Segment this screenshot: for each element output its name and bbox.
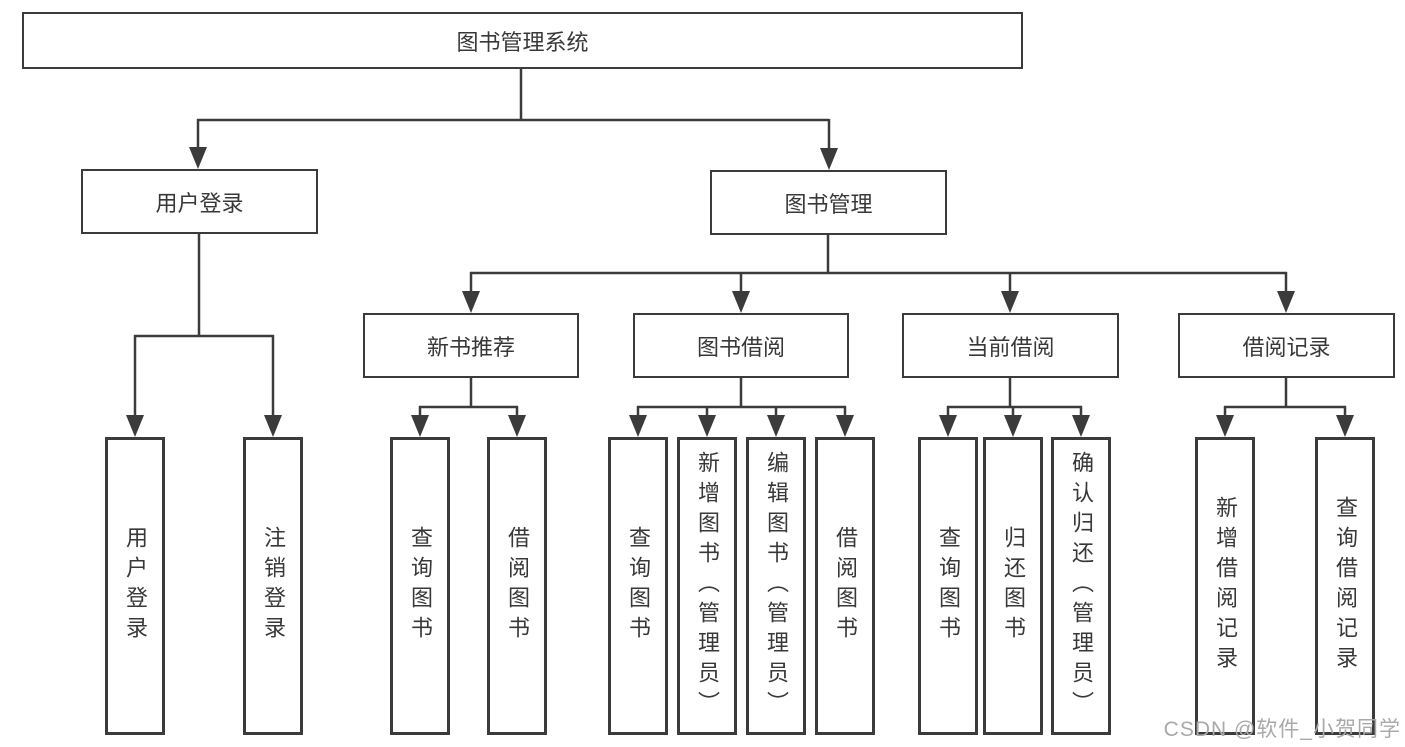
node-current-borrow: 当前借阅	[902, 313, 1119, 378]
leaf-borrow-books-recommend-label: 借阅图书	[505, 526, 530, 646]
leaf-return-book-label: 归还图书	[1001, 526, 1026, 646]
leaf-user-login: 用户登录	[105, 437, 165, 735]
node-root-label: 图书管理系统	[456, 29, 589, 55]
node-current-borrow-label: 当前借阅	[966, 334, 1055, 360]
node-book-borrow-label: 图书借阅	[696, 334, 785, 360]
node-book-management-label: 图书管理	[784, 191, 873, 217]
leaf-borrow-books-recommend: 借阅图书	[487, 437, 547, 735]
leaf-add-book-admin: 新增图书（管理员）	[677, 437, 737, 735]
leaf-logout-label: 注销登录	[261, 526, 286, 646]
leaf-add-borrow-record-label: 新增借阅记录	[1213, 496, 1238, 676]
leaf-confirm-return-admin: 确认归还（管理员）	[1051, 437, 1111, 735]
leaf-add-borrow-record: 新增借阅记录	[1195, 437, 1255, 735]
leaf-query-borrow-record: 查询借阅记录	[1315, 437, 1375, 735]
node-borrow-records-label: 借阅记录	[1242, 334, 1331, 360]
leaf-edit-book-admin-label: 编辑图书（管理员）	[764, 451, 789, 721]
arrowhead-icons	[126, 147, 1354, 437]
node-root: 图书管理系统	[22, 12, 1023, 69]
csdn-watermark: CSDN @软件_小贺同学	[1163, 718, 1401, 741]
node-borrow-records: 借阅记录	[1178, 313, 1395, 378]
node-user-login-label: 用户登录	[155, 190, 244, 216]
leaf-add-book-admin-label: 新增图书（管理员）	[695, 451, 720, 721]
leaf-query-books-borrow-label: 查询图书	[626, 526, 651, 646]
node-book-management: 图书管理	[710, 170, 947, 235]
leaf-edit-book-admin: 编辑图书（管理员）	[746, 437, 806, 735]
leaf-confirm-return-admin-label: 确认归还（管理员）	[1069, 451, 1094, 721]
leaf-query-books-recommend-label: 查询图书	[408, 526, 433, 646]
leaf-query-books-current: 查询图书	[918, 437, 978, 735]
leaf-user-login-label: 用户登录	[123, 526, 148, 646]
node-new-book-recommend-label: 新书推荐	[426, 334, 515, 360]
leaf-return-book: 归还图书	[983, 437, 1043, 735]
leaf-query-borrow-record-label: 查询借阅记录	[1333, 496, 1358, 676]
node-user-login: 用户登录	[81, 169, 318, 234]
node-new-book-recommend: 新书推荐	[363, 313, 579, 378]
leaf-logout: 注销登录	[243, 437, 303, 735]
leaf-query-books-borrow: 查询图书	[608, 437, 668, 735]
leaf-borrow-book: 借阅图书	[815, 437, 875, 735]
leaf-query-books-current-label: 查询图书	[936, 526, 961, 646]
leaf-borrow-book-label: 借阅图书	[833, 526, 858, 646]
leaf-query-books-recommend: 查询图书	[390, 437, 450, 735]
node-book-borrow: 图书借阅	[633, 313, 849, 378]
